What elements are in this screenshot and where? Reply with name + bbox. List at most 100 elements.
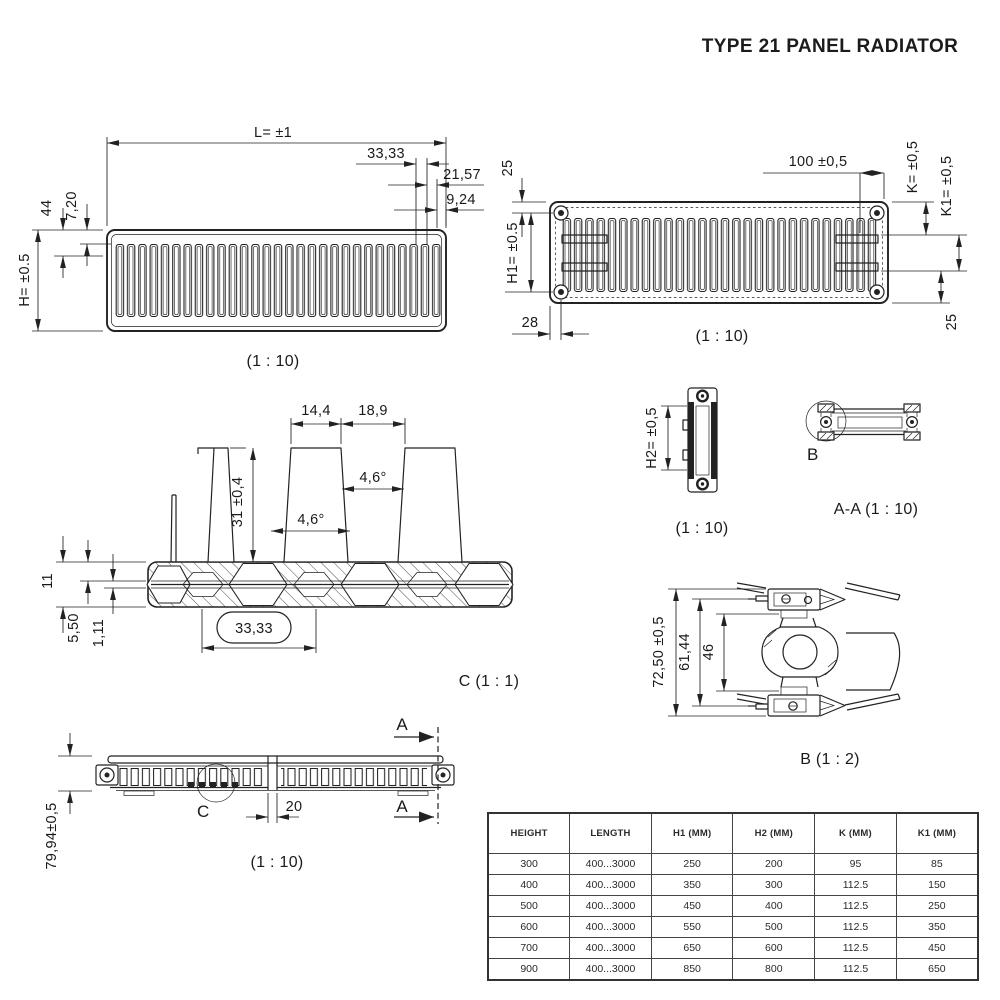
table-cell: 112.5 <box>814 937 897 959</box>
aa-right-fitting <box>903 403 921 441</box>
table-cell: 400 <box>487 874 571 896</box>
dim-label-angle-lower: 4,6° <box>297 512 324 528</box>
dim-label-25-top: 25 <box>500 160 516 177</box>
table-cell: 400...3000 <box>569 853 652 875</box>
dim-label-pitch-3333: 33,33 <box>235 621 273 637</box>
dimensions-table: HEIGHT LENGTH H1 (MM) H2 (MM) K (MM) K1 … <box>487 812 979 981</box>
bracket-left-upper <box>561 234 608 244</box>
table-row: 700 400...3000 650 600 112.5 450 <box>487 937 979 959</box>
pitch-balloon <box>216 611 292 644</box>
plan-fins-left <box>118 768 264 786</box>
col-header-height: HEIGHT <box>487 812 571 854</box>
dim-label-46: 46 <box>701 644 717 661</box>
dim-label-31: 31 ±0,4 <box>230 477 246 527</box>
dim-label-length: L= ±1 <box>254 125 292 141</box>
dim-label-height: H= ±0.5 <box>17 253 33 306</box>
table-cell: 400...3000 <box>569 937 652 959</box>
bracket-right-upper <box>835 234 879 244</box>
dim-label-11: 11 <box>40 573 56 589</box>
table-cell: 200 <box>732 853 816 875</box>
front-body-outline <box>106 229 447 332</box>
table-cell: 350 <box>650 874 734 896</box>
table-cell: 400 <box>732 895 816 917</box>
table-row: 900 400...3000 850 800 112.5 650 <box>487 958 979 981</box>
dim-label-k: K= ±0,5 <box>905 141 921 193</box>
detail-b-view: 72,50 ±0,5 61,44 46 B (1 : 2) <box>651 582 901 768</box>
table-row: 500 400...3000 450 400 112.5 250 <box>487 895 979 917</box>
dim-label-720: 7,20 <box>64 191 80 220</box>
table-cell: 400...3000 <box>569 895 652 917</box>
table-cell: 250 <box>895 895 979 917</box>
rear-scale-label: (1 : 10) <box>695 328 748 345</box>
dim-label-28: 28 <box>522 315 539 331</box>
plan-front-panel <box>107 755 444 764</box>
table-row: 300 400...3000 250 200 95 85 <box>487 853 979 875</box>
table-header-row: HEIGHT LENGTH H1 (MM) H2 (MM) K (MM) K1 … <box>487 812 979 854</box>
table-cell: 500 <box>732 916 816 938</box>
detail-c-callout-circle <box>196 763 236 803</box>
dim-label-111: 1,11 <box>91 619 107 647</box>
detail-b-callout-circle <box>805 400 847 442</box>
front-grille-slats <box>115 244 443 317</box>
section-aa-scale-label: A-A (1 : 10) <box>834 501 919 518</box>
detail-b-bottom-clip <box>748 686 846 717</box>
table-cell: 112.5 <box>814 916 897 938</box>
plan-scale-label: (1 : 10) <box>250 854 303 871</box>
spec-table: HEIGHT LENGTH H1 (MM) H2 (MM) K (MM) K1 … <box>487 812 979 981</box>
side-scale-label: (1 : 10) <box>675 520 728 537</box>
dim-label-144: 14,4 <box>301 403 330 419</box>
col-header-k1: K1 (MM) <box>895 812 979 854</box>
detail-b-connection-body <box>761 617 839 688</box>
section-a-label-top: A <box>396 715 408 734</box>
dim-label-924: 9,24 <box>446 192 475 208</box>
dim-label-angle-upper: 4,6° <box>359 470 386 486</box>
dim-label-7250: 72,50 ±0,5 <box>651 616 667 687</box>
table-cell: 300 <box>487 853 571 875</box>
rear-view: 25 H1= ±0.5 28 100 ±0,5 K= ±0,5 <box>500 141 967 345</box>
section-a-label-bottom: A <box>396 797 408 816</box>
table-cell: 650 <box>895 958 979 981</box>
plan-fins-right <box>281 768 427 786</box>
col-header-k: K (MM) <box>814 812 897 854</box>
aa-left-fitting <box>817 403 835 441</box>
table-cell: 500 <box>487 895 571 917</box>
table-row: 600 400...3000 550 500 112.5 350 <box>487 916 979 938</box>
table-cell: 700 <box>487 937 571 959</box>
table-cell: 112.5 <box>814 895 897 917</box>
table-cell: 450 <box>650 895 734 917</box>
plan-view: C 20 A A 79,94±0,5 (1 : 10) <box>44 715 455 871</box>
section-aa-view: B A-A (1 : 10) <box>805 400 921 518</box>
dim-label-7994: 79,94±0,5 <box>44 802 60 869</box>
dim-label-h1: H1= ±0.5 <box>505 222 521 284</box>
table-cell: 600 <box>732 937 816 959</box>
table-cell: 450 <box>895 937 979 959</box>
corner-tappings <box>553 205 885 300</box>
table-cell: 800 <box>732 958 816 981</box>
table-cell: 900 <box>487 958 571 981</box>
rear-body-outline <box>549 201 889 304</box>
detail-c-scale-label: C (1 : 1) <box>459 673 520 690</box>
table-cell: 400...3000 <box>569 874 652 896</box>
table-cell: 112.5 <box>814 958 897 981</box>
table-cell: 600 <box>487 916 571 938</box>
rear-grille-slats <box>562 218 878 292</box>
dim-label-20: 20 <box>286 799 303 815</box>
dim-label-189: 18,9 <box>358 403 387 419</box>
col-header-h2: H2 (MM) <box>732 812 816 854</box>
detail-c-view: 14,4 18,9 31 ±0,4 4,6° 4,6° 11 5,50 1,1 <box>40 403 519 690</box>
dim-label-550: 5,50 <box>66 613 82 642</box>
convector-fins <box>170 447 463 563</box>
dim-label-25-bottom: 25 <box>944 314 960 331</box>
bracket-left-lower <box>561 262 608 272</box>
callout-c-label: C <box>197 802 209 821</box>
table-cell: 85 <box>895 853 979 875</box>
bracket-right-lower <box>835 262 879 272</box>
table-cell: 95 <box>814 853 897 875</box>
col-header-length: LENGTH <box>569 812 652 854</box>
table-cell: 650 <box>650 937 734 959</box>
table-cell: 400...3000 <box>569 916 652 938</box>
table-row: 400 400...3000 350 300 112.5 150 <box>487 874 979 896</box>
table-cell: 250 <box>650 853 734 875</box>
